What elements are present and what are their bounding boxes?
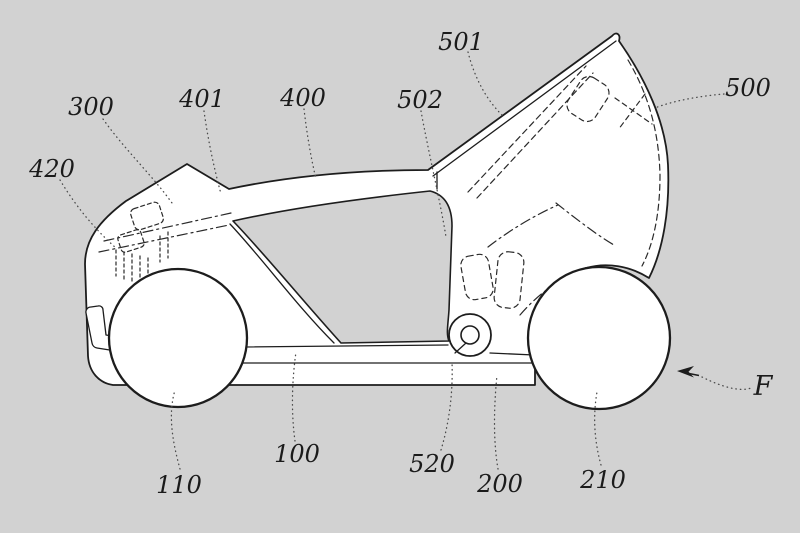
- direction-arrow-F: [677, 366, 752, 391]
- ref-label-520: 520: [409, 450, 455, 478]
- front-hidden-line-1: [487, 204, 559, 248]
- leader-501: [467, 51, 505, 118]
- front-wheel: [526, 265, 672, 411]
- beltline-hidden-upper: [103, 212, 232, 242]
- ref-label-100: 100: [274, 440, 320, 468]
- leader-100: [291, 351, 297, 442]
- door-window-frame-line-1: [467, 65, 587, 193]
- rear-pillar-double-line: [229, 223, 335, 344]
- ref-label-400: 400: [279, 84, 326, 112]
- leader-F: [701, 376, 752, 391]
- ref-label-501: 501: [438, 28, 484, 56]
- rear-hidden-structure: [98, 201, 232, 289]
- leader-200: [493, 374, 499, 470]
- front-dashed-box-1: [460, 253, 494, 301]
- taillight-hatch-lines: [115, 231, 169, 289]
- door-cross-brace-2: [617, 93, 646, 131]
- ref-label-502: 502: [397, 86, 443, 114]
- ref-label-210: 210: [579, 466, 626, 494]
- ref-label-420: 420: [28, 155, 75, 183]
- door-cross-brace-1: [614, 97, 653, 125]
- leader-110: [170, 389, 181, 470]
- ref-label-401: 401: [178, 85, 225, 113]
- rear-dashed-box-1: [130, 201, 164, 231]
- door-lower-hidden-line: [555, 202, 615, 246]
- front-dashed-box-2: [493, 251, 525, 309]
- hinge-outer-circle: [448, 313, 492, 357]
- leader-lines: [59, 51, 725, 470]
- rear-wheel: [107, 267, 249, 409]
- door-opening: [232, 190, 453, 344]
- door-leading-edge-inner-line: [432, 40, 617, 177]
- floor-platform-lines: [242, 344, 536, 364]
- beltline-hidden-lower: [98, 224, 230, 253]
- leader-520: [440, 361, 453, 451]
- sill-top-line-front: [489, 352, 535, 356]
- rear-dashed-box-2: [117, 229, 145, 253]
- ref-label-500: 500: [725, 74, 771, 102]
- arrow-head: [677, 366, 694, 378]
- door-hinge-pivot: [448, 313, 492, 357]
- hinge-key-line: [454, 342, 467, 354]
- door-inner-edge-line: [627, 59, 661, 267]
- leader-210: [594, 391, 602, 466]
- reference-labels: 300 401 400 502 501 500 420 110 100 520 …: [28, 28, 774, 499]
- ref-label-300: 300: [68, 93, 114, 121]
- hinge-inner-circle: [460, 325, 480, 345]
- door-dashed-bracket: [566, 75, 610, 123]
- door-window-frame-line-2: [476, 72, 594, 199]
- leader-401: [203, 110, 222, 195]
- ref-label-200: 200: [476, 470, 523, 498]
- ref-label-F: F: [753, 371, 774, 402]
- sill-top-line: [242, 344, 449, 348]
- leader-420: [59, 179, 118, 250]
- leader-502: [420, 110, 447, 238]
- ref-label-110: 110: [156, 471, 202, 499]
- door-hidden-structure: [467, 59, 661, 267]
